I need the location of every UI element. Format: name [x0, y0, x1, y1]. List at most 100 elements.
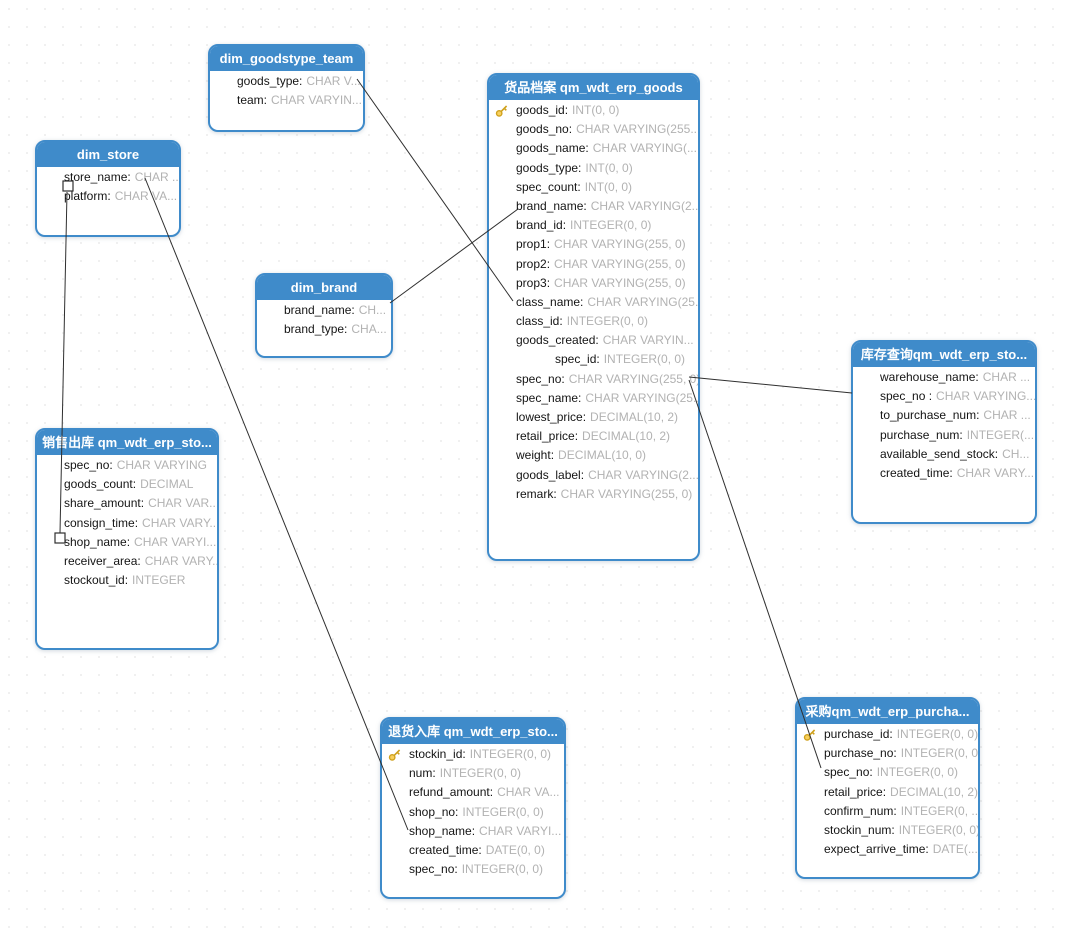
table-field-goods_type[interactable]: goods_type:CHAR V... [210, 72, 363, 91]
table-field-consign_time[interactable]: consign_time:CHAR VARY... [37, 514, 217, 533]
table-field-lowest_price[interactable]: lowest_price:DECIMAL(10, 2) [489, 408, 698, 427]
field-type: CHAR VARYING [116, 458, 207, 472]
table-field-stockout_id[interactable]: stockout_id:INTEGER [37, 571, 217, 590]
table-field-purchase_no[interactable]: purchase_no:INTEGER(0, 0) [797, 744, 978, 763]
table-field-to_purchase_num[interactable]: to_purchase_num:CHAR ... [853, 406, 1035, 425]
table-field-class_id[interactable]: class_id:INTEGER(0, 0) [489, 312, 698, 331]
relationship-line-dim_goodstype_team.goods_type-to-goods.class_name[interactable] [356, 78, 514, 302]
table-field-goods_no[interactable]: goods_no:CHAR VARYING(255... [489, 120, 698, 139]
table-title-dim_store[interactable]: dim_store [37, 142, 179, 167]
field-type: INTEGER(0, 0) [900, 746, 978, 761]
table-field-shop_name[interactable]: shop_name:CHAR VARYI... [37, 533, 217, 552]
table-field-store_name[interactable]: store_name:CHAR ... [37, 168, 179, 187]
table-field-brand_name[interactable]: brand_name:CHAR VARYING(2... [489, 197, 698, 216]
table-field-spec_count[interactable]: spec_count:INT(0, 0) [489, 178, 698, 197]
table-field-spec_no[interactable]: spec_no:INTEGER(0, 0) [797, 763, 978, 782]
table-field-created_time[interactable]: created_time:DATE(0, 0) [382, 841, 564, 860]
table-field-brand_type[interactable]: brand_type:CHA... [257, 320, 391, 339]
table-title-refund_stockin[interactable]: 退货入库 qm_wdt_erp_sto... [382, 719, 564, 744]
table-field-purchase_id[interactable]: purchase_id:INTEGER(0, 0) [797, 725, 978, 744]
table-sales_stockout[interactable]: 销售出库 qm_wdt_erp_sto...spec_no:CHAR VARYI… [35, 428, 219, 650]
table-field-class_name[interactable]: class_name:CHAR VARYING(25... [489, 293, 698, 312]
field-name: stockin_num: [824, 822, 895, 837]
field-name: refund_amount: [409, 785, 494, 800]
table-field-goods_count[interactable]: goods_count:DECIMAL [37, 475, 217, 494]
table-title-goods[interactable]: 货品档案 qm_wdt_erp_goods [489, 75, 698, 100]
field-type: INTEGER(0, 0) [566, 314, 649, 329]
table-field-goods_label[interactable]: goods_label:CHAR VARYING(2... [489, 466, 698, 485]
table-field-spec_no[interactable]: spec_no:CHAR VARYING(255, 0) [489, 370, 698, 389]
table-title-purchase[interactable]: 采购qm_wdt_erp_purcha... [797, 699, 978, 724]
primary-key-icon [388, 748, 402, 762]
relationship-line-goods.spec_no-to-stock_query.spec_no[interactable] [688, 376, 853, 394]
table-field-purchase_num[interactable]: purchase_num:INTEGER(... [853, 426, 1035, 445]
table-field-num[interactable]: num:INTEGER(0, 0) [382, 764, 564, 783]
table-field-platform[interactable]: platform:CHAR VA... [37, 187, 179, 206]
field-type: INTEGER(0, 0) [876, 765, 959, 780]
field-type: DECIMAL [140, 477, 194, 492]
table-stock_query[interactable]: 库存查询qm_wdt_erp_sto...warehouse_name:CHAR… [851, 340, 1037, 524]
field-type: CHAR VARYIN... [602, 333, 694, 348]
field-name: shop_name: [409, 823, 476, 838]
field-type: INTEGER(0, 0) [461, 862, 544, 877]
table-field-created_time[interactable]: created_time:CHAR VARY... [853, 464, 1035, 483]
table-field-spec_no[interactable]: spec_no:CHAR VARYING [37, 456, 217, 475]
table-field-goods_created[interactable]: goods_created:CHAR VARYIN... [489, 331, 698, 350]
table-field-prop3[interactable]: prop3:CHAR VARYING(255, 0) [489, 274, 698, 293]
table-title-dim_goodstype_team[interactable]: dim_goodstype_team [210, 46, 363, 71]
field-name: brand_id: [516, 218, 567, 233]
table-field-warehouse_name[interactable]: warehouse_name:CHAR ... [853, 368, 1035, 387]
table-field-spec_no[interactable]: spec_no:INTEGER(0, 0) [382, 860, 564, 879]
table-field-refund_amount[interactable]: refund_amount:CHAR VA... [382, 783, 564, 802]
field-name: expect_arrive_time: [824, 842, 929, 857]
table-field-expect_arrive_time[interactable]: expect_arrive_time:DATE(... [797, 840, 978, 859]
relationship-line-dim_brand.brand_name-to-goods.brand_name[interactable] [389, 208, 519, 304]
table-field-retail_price[interactable]: retail_price:DECIMAL(10, 2) [489, 427, 698, 446]
table-title-sales_stockout[interactable]: 销售出库 qm_wdt_erp_sto... [37, 430, 217, 455]
relationship-line-dim_store.store_name-to-refund_stockin.shop_name[interactable] [144, 177, 409, 831]
table-field-retail_price[interactable]: retail_price:DECIMAL(10, 2) [797, 783, 978, 802]
table-field-spec_name[interactable]: spec_name:CHAR VARYING(25... [489, 389, 698, 408]
field-type: CHAR V... [306, 74, 361, 88]
table-field-goods_type[interactable]: goods_type:INT(0, 0) [489, 159, 698, 178]
field-type: INTEGER [132, 573, 186, 588]
field-type: INT(0, 0) [585, 160, 633, 175]
table-field-receiver_area[interactable]: receiver_area:CHAR VARY... [37, 552, 217, 571]
field-type: INTEGER(... [966, 427, 1035, 442]
table-title-stock_query[interactable]: 库存查询qm_wdt_erp_sto... [853, 342, 1035, 367]
table-refund_stockin[interactable]: 退货入库 qm_wdt_erp_sto...stockin_id:INTEGER… [380, 717, 566, 899]
table-field-confirm_num[interactable]: confirm_num:INTEGER(0, ... [797, 802, 978, 821]
table-field-team[interactable]: team:CHAR VARYIN... [210, 91, 363, 110]
table-field-prop2[interactable]: prop2:CHAR VARYING(255, 0) [489, 255, 698, 274]
field-name: spec_name: [516, 390, 582, 405]
table-field-spec_id[interactable]: spec_id:INTEGER(0, 0) [489, 350, 698, 369]
relationship-line-dim_store.store_name-to-sales_stockout.shop_name[interactable] [59, 191, 68, 534]
table-field-prop1[interactable]: prop1:CHAR VARYING(255, 0) [489, 235, 698, 254]
field-type: CHAR VARYING(255, 0) [568, 371, 698, 386]
table-purchase[interactable]: 采购qm_wdt_erp_purcha...purchase_id:INTEGE… [795, 697, 980, 879]
table-field-brand_name[interactable]: brand_name:CH... [257, 301, 391, 320]
table-field-shop_no[interactable]: shop_no:INTEGER(0, 0) [382, 803, 564, 822]
table-field-weight[interactable]: weight:DECIMAL(10, 0) [489, 446, 698, 465]
table-field-remark[interactable]: remark:CHAR VARYING(255, 0) [489, 485, 698, 504]
field-type: CHAR VARYING(255, 0) [554, 237, 686, 252]
table-field-spec_no[interactable]: spec_no :CHAR VARYING... [853, 387, 1035, 406]
table-field-goods_id[interactable]: goods_id:INT(0, 0) [489, 101, 698, 120]
field-name: goods_label: [516, 467, 585, 482]
field-type: INTEGER(0, 0) [462, 804, 544, 819]
table-field-stockin_id[interactable]: stockin_id:INTEGER(0, 0) [382, 745, 564, 764]
table-field-brand_id[interactable]: brand_id:INTEGER(0, 0) [489, 216, 698, 235]
table-field-shop_name[interactable]: shop_name:CHAR VARYI... [382, 822, 564, 841]
table-field-available_send_stock[interactable]: available_send_stock:CH... [853, 445, 1035, 464]
table-field-goods_name[interactable]: goods_name:CHAR VARYING(... [489, 139, 698, 158]
relationship-line-goods.spec_no-to-purchase.spec_no[interactable] [688, 379, 822, 769]
table-title-dim_brand[interactable]: dim_brand [257, 275, 391, 300]
field-type: DATE(... [932, 842, 978, 857]
table-field-stockin_num[interactable]: stockin_num:INTEGER(0, 0) [797, 821, 978, 840]
table-field-share_amount[interactable]: share_amount:CHAR VAR... [37, 494, 217, 513]
